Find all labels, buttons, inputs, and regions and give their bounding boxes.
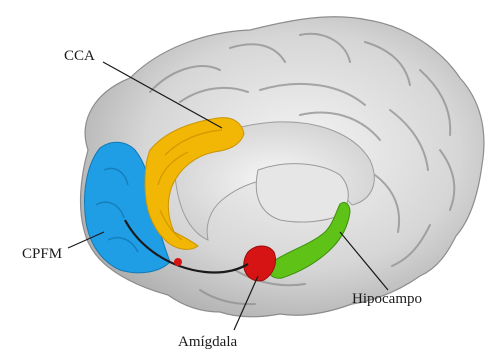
thalamus-region bbox=[256, 164, 348, 222]
tract-marker bbox=[174, 258, 182, 266]
cpfm-label: CPFM bbox=[22, 246, 62, 262]
amygdala-label: Amígdala bbox=[178, 334, 237, 350]
hippocampus-label: Hipocampo bbox=[352, 291, 422, 307]
cca-label: CCA bbox=[64, 48, 95, 64]
